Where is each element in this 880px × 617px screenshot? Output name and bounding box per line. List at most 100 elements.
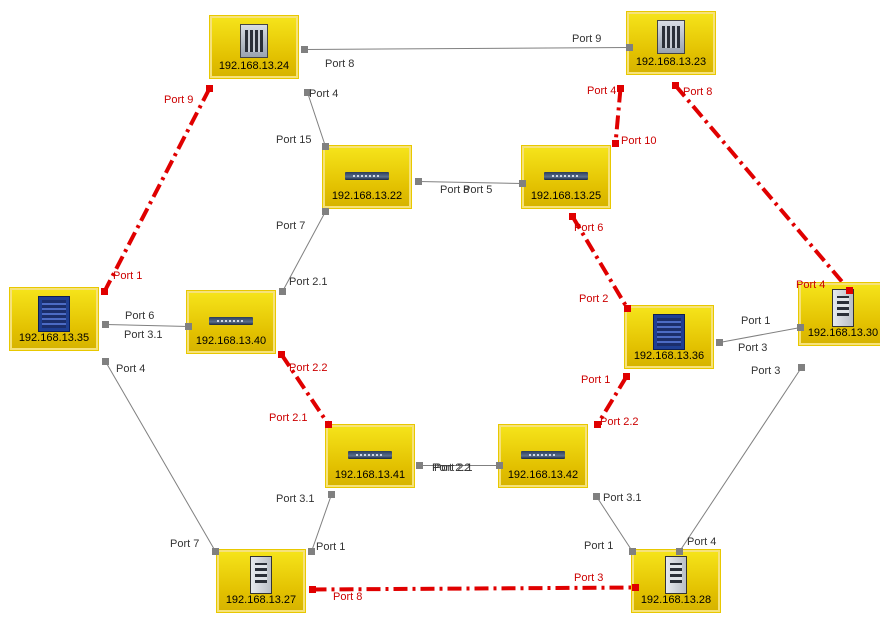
- port-connector[interactable]: [672, 82, 679, 89]
- port-label: Port 4: [687, 536, 717, 548]
- device-node-n22[interactable]: 192.168.13.22: [322, 145, 412, 209]
- blue-device-icon: [653, 314, 685, 350]
- port-label: Port 4: [309, 88, 339, 100]
- port-connector[interactable]: [309, 586, 316, 593]
- link-n36-n30[interactable]: [719, 327, 801, 343]
- port-connector[interactable]: [716, 339, 723, 346]
- port-connector[interactable]: [797, 324, 804, 331]
- device-node-n28[interactable]: 192.168.13.28: [631, 549, 721, 613]
- port-connector[interactable]: [519, 180, 526, 187]
- port-label: Port 9: [164, 94, 194, 106]
- redundant-link-n23-n25[interactable]: [613, 88, 623, 144]
- port-connector[interactable]: [623, 373, 630, 380]
- device-ip-label: 192.168.13.22: [331, 190, 403, 202]
- port-connector[interactable]: [212, 548, 219, 555]
- port-label: Port 3: [751, 365, 781, 377]
- port-label: Port 8: [440, 184, 470, 196]
- port-label: Port 2.2: [432, 462, 471, 474]
- port-label: Port 1: [581, 374, 611, 386]
- switch-device-icon: [348, 451, 392, 459]
- link-n41-n27[interactable]: [311, 494, 332, 552]
- port-connector[interactable]: [632, 584, 639, 591]
- device-node-n27[interactable]: 192.168.13.27: [216, 549, 306, 613]
- port-connector[interactable]: [102, 321, 109, 328]
- port-connector[interactable]: [798, 364, 805, 371]
- port-connector[interactable]: [102, 358, 109, 365]
- port-connector[interactable]: [617, 85, 624, 92]
- port-connector[interactable]: [278, 351, 285, 358]
- port-connector[interactable]: [279, 288, 286, 295]
- redundant-link-n36-n42[interactable]: [595, 375, 629, 426]
- device-ip-label: 192.168.13.25: [530, 190, 602, 202]
- link-n22-n25[interactable]: [418, 181, 523, 184]
- port-label: Port 9: [572, 33, 602, 45]
- port-connector[interactable]: [101, 288, 108, 295]
- port-label: Port 3: [738, 342, 768, 354]
- redundant-link-n23-n30[interactable]: [673, 84, 852, 292]
- port-label: Port 3.1: [276, 493, 315, 505]
- port-label: Port 2.1: [289, 276, 328, 288]
- device-node-n36[interactable]: 192.168.13.36: [624, 305, 714, 369]
- port-connector[interactable]: [612, 140, 619, 147]
- port-connector[interactable]: [185, 323, 192, 330]
- link-n35-n27[interactable]: [105, 361, 216, 552]
- port-connector[interactable]: [416, 462, 423, 469]
- port-connector[interactable]: [322, 208, 329, 215]
- device-node-n24[interactable]: 192.168.13.24: [209, 15, 299, 79]
- link-n24-n23[interactable]: [304, 47, 630, 50]
- link-n22-n40[interactable]: [282, 211, 326, 292]
- port-connector[interactable]: [322, 143, 329, 150]
- port-label: Port 1: [113, 270, 143, 282]
- device-ip-label: 192.168.13.40: [195, 335, 267, 347]
- port-label: Port 8: [325, 58, 355, 70]
- chassis-device-icon: [657, 20, 685, 54]
- port-label: Port 5: [463, 184, 493, 196]
- link-n30-n28[interactable]: [679, 367, 802, 552]
- device-ip-label: 192.168.13.23: [635, 56, 707, 68]
- port-label: Port 4: [796, 279, 826, 291]
- port-label: Port 1: [741, 315, 771, 327]
- blue-device-icon: [38, 296, 70, 332]
- port-connector[interactable]: [496, 462, 503, 469]
- port-connector[interactable]: [325, 421, 332, 428]
- link-n35-n40[interactable]: [105, 324, 189, 327]
- port-connector[interactable]: [328, 491, 335, 498]
- port-connector[interactable]: [206, 85, 213, 92]
- device-ip-label: 192.168.13.24: [218, 60, 290, 72]
- device-node-n41[interactable]: 192.168.13.41: [325, 424, 415, 488]
- port-connector[interactable]: [629, 548, 636, 555]
- redundant-link-n25-n36[interactable]: [570, 215, 630, 310]
- device-ip-label: 192.168.13.36: [633, 350, 705, 362]
- link-n42-n28[interactable]: [596, 496, 633, 552]
- port-label: Port 1: [584, 540, 614, 552]
- port-connector[interactable]: [594, 421, 601, 428]
- device-node-n35[interactable]: 192.168.13.35: [9, 287, 99, 351]
- link-n24-n22[interactable]: [307, 92, 326, 147]
- port-connector[interactable]: [624, 305, 631, 312]
- device-ip-label: 192.168.13.41: [334, 469, 406, 481]
- port-connector[interactable]: [676, 548, 683, 555]
- port-connector[interactable]: [304, 89, 311, 96]
- port-label: Port 7: [170, 538, 200, 550]
- port-connector[interactable]: [308, 548, 315, 555]
- port-connector[interactable]: [569, 213, 576, 220]
- device-ip-label: 192.168.13.30: [807, 327, 879, 339]
- device-node-n42[interactable]: 192.168.13.42: [498, 424, 588, 488]
- port-connector[interactable]: [846, 287, 853, 294]
- port-connector[interactable]: [415, 178, 422, 185]
- device-ip-label: 192.168.13.42: [507, 469, 579, 481]
- device-node-n25[interactable]: 192.168.13.25: [521, 145, 611, 209]
- device-node-n23[interactable]: 192.168.13.23: [626, 11, 716, 75]
- port-connector[interactable]: [593, 493, 600, 500]
- port-connector[interactable]: [301, 46, 308, 53]
- port-label: Port 8: [333, 591, 363, 603]
- din-device-icon: [665, 556, 687, 594]
- redundant-link-n24-n35[interactable]: [102, 87, 212, 293]
- device-node-n40[interactable]: 192.168.13.40: [186, 290, 276, 354]
- switch-device-icon: [209, 317, 253, 325]
- redundant-link-n27-n28[interactable]: [312, 585, 636, 592]
- port-connector[interactable]: [626, 44, 633, 51]
- device-node-n30[interactable]: 192.168.13.30: [798, 282, 880, 346]
- device-ip-label: 192.168.13.28: [640, 594, 712, 606]
